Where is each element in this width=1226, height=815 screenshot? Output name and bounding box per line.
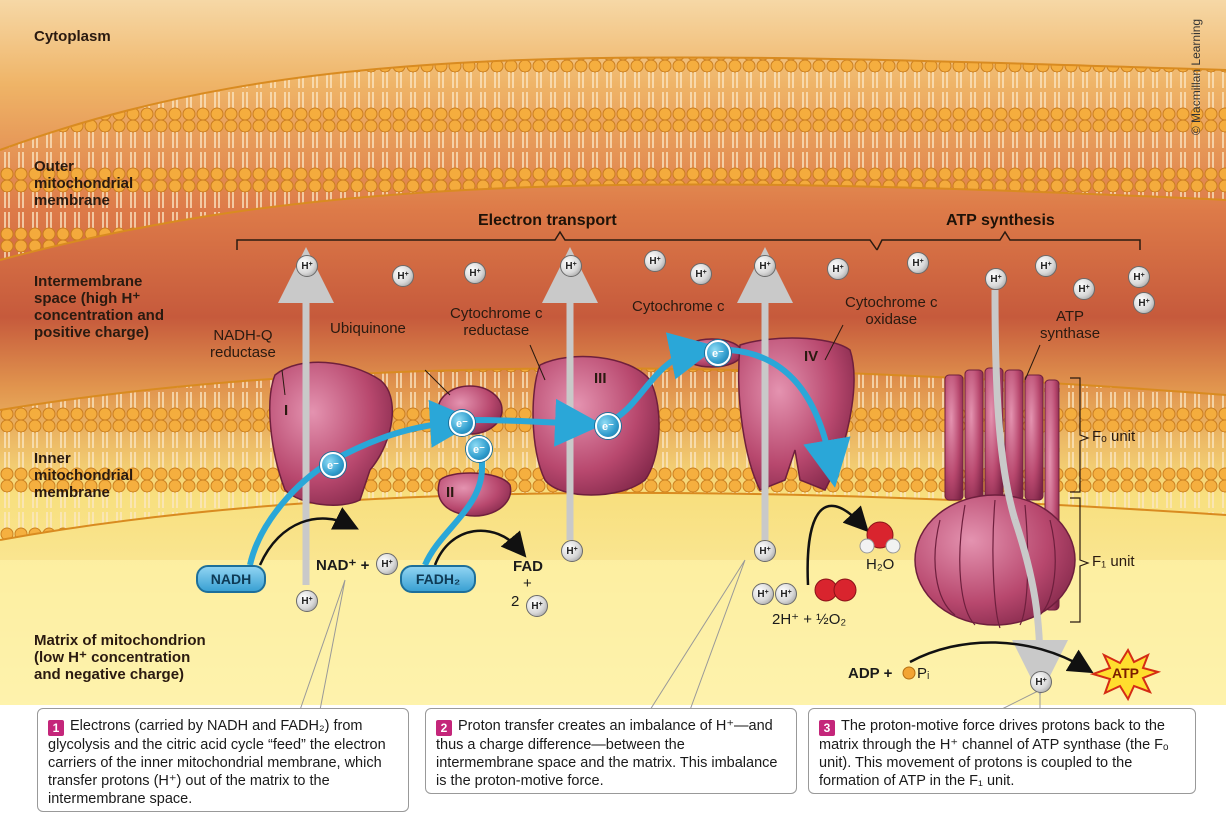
proton-ion: H+ bbox=[1035, 255, 1057, 277]
nadh-pill: NADH bbox=[196, 565, 266, 593]
electron: e⁻ bbox=[449, 410, 475, 436]
fad-label: FAD bbox=[513, 558, 543, 575]
complex-i bbox=[269, 361, 393, 506]
proton-ion: H+ bbox=[376, 553, 398, 575]
proton-ion: H+ bbox=[754, 255, 776, 277]
fad-coefficient: 2 bbox=[511, 593, 520, 610]
electron-path-3 bbox=[469, 398, 603, 447]
electron: e⁻ bbox=[320, 452, 346, 478]
proton-ion: H+ bbox=[985, 268, 1007, 290]
proton-ion: H+ bbox=[644, 250, 666, 272]
nad-plus-label: NAD⁺ + bbox=[316, 557, 370, 574]
proton-ion: H+ bbox=[1128, 266, 1150, 288]
proton-ion: H+ bbox=[560, 255, 582, 277]
proton-ion: H+ bbox=[775, 583, 797, 605]
atp-burst bbox=[1089, 647, 1162, 702]
proton-ion: H+ bbox=[907, 252, 929, 274]
outer-membrane-label: Outer mitochondrial membrane bbox=[34, 158, 134, 209]
phosphate-dot bbox=[902, 666, 916, 680]
electron-path-2 bbox=[422, 440, 485, 567]
oxygen-molecule bbox=[814, 578, 857, 602]
f1-bracket bbox=[1070, 497, 1090, 623]
electron: e⁻ bbox=[705, 340, 731, 366]
electron: e⁻ bbox=[466, 436, 492, 462]
electron: e⁻ bbox=[595, 413, 621, 439]
proton-ion: H+ bbox=[754, 540, 776, 562]
complex-ii-numeral: II bbox=[446, 484, 455, 501]
complex-i-numeral: I bbox=[284, 402, 289, 419]
atp-arrow bbox=[909, 641, 1094, 674]
caption-1-number: 1 bbox=[48, 720, 64, 736]
cytochrome-c-label: Cytochrome c bbox=[632, 298, 725, 315]
caption-2-text: Proton transfer creates an imbalance of … bbox=[436, 718, 778, 789]
electron-transport-bracket bbox=[236, 230, 878, 251]
proton-ion: H+ bbox=[1073, 278, 1095, 300]
proton-ion: H+ bbox=[752, 583, 774, 605]
nadh-arrow bbox=[258, 507, 359, 566]
caption-1-text: Electrons (carried by NADH and FADH₂) fr… bbox=[48, 718, 386, 807]
proton-ion: H+ bbox=[690, 263, 712, 285]
outer-membrane bbox=[0, 57, 1226, 260]
atp-synthesis-heading: ATP synthesis bbox=[946, 212, 1055, 229]
water-label: H₂O bbox=[866, 556, 895, 573]
leader-1 bbox=[299, 579, 346, 711]
complex-iv-numeral: IV bbox=[804, 348, 819, 365]
caption-2-number: 2 bbox=[436, 720, 452, 736]
atp-synthase-fo bbox=[944, 367, 1060, 611]
electron-path-5 bbox=[729, 347, 851, 488]
fadh2-arrow bbox=[433, 529, 527, 566]
leader-3 bbox=[999, 689, 1041, 711]
proton-ion: H+ bbox=[561, 540, 583, 562]
pi-label: Pᵢ bbox=[917, 665, 930, 682]
proton-ion: H+ bbox=[392, 265, 414, 287]
fo-bracket bbox=[1070, 377, 1090, 493]
proton-ion: H+ bbox=[1133, 292, 1155, 314]
ubiquinone-label: Ubiquinone bbox=[330, 320, 406, 337]
oxygen-equation: 2H⁺ + ½O₂ bbox=[772, 611, 847, 628]
matrix-label: Matrix of mitochondrion (low H⁺ concentr… bbox=[34, 632, 206, 683]
proton-ion: H+ bbox=[464, 262, 486, 284]
proton-ion: H+ bbox=[526, 595, 548, 617]
electron-transport-heading: Electron transport bbox=[478, 212, 617, 229]
f1-unit-label: F₁ unit bbox=[1092, 553, 1135, 570]
proton-ion: H+ bbox=[296, 590, 318, 612]
caption-3-number: 3 bbox=[819, 720, 835, 736]
adp-label: ADP + bbox=[848, 665, 893, 682]
caption-3-text: The proton-motive force drives protons b… bbox=[819, 718, 1169, 789]
leader-2 bbox=[649, 559, 746, 711]
copyright-credit: © Macmillan Learning bbox=[1188, 18, 1203, 136]
proton-ion: H+ bbox=[296, 255, 318, 277]
fadh2-pill: FADH₂ bbox=[400, 565, 476, 593]
cytoplasm-label: Cytoplasm bbox=[34, 28, 111, 45]
fad-plus-sign: + bbox=[523, 575, 532, 592]
water-molecule bbox=[859, 521, 901, 554]
proton-ion: H+ bbox=[1030, 671, 1052, 693]
water-arrow bbox=[806, 504, 869, 586]
fo-unit-label: Fₒ unit bbox=[1092, 428, 1136, 445]
intermembrane-label: Intermembrane space (high H⁺ concentrati… bbox=[34, 273, 165, 341]
proton-ion: H+ bbox=[827, 258, 849, 280]
inner-membrane-label: Inner mitochondrial membrane bbox=[34, 450, 134, 501]
atp-synthesis-bracket bbox=[876, 230, 1141, 251]
complex-iii-numeral: III bbox=[594, 370, 607, 387]
atp-label: ATP bbox=[1112, 665, 1139, 681]
